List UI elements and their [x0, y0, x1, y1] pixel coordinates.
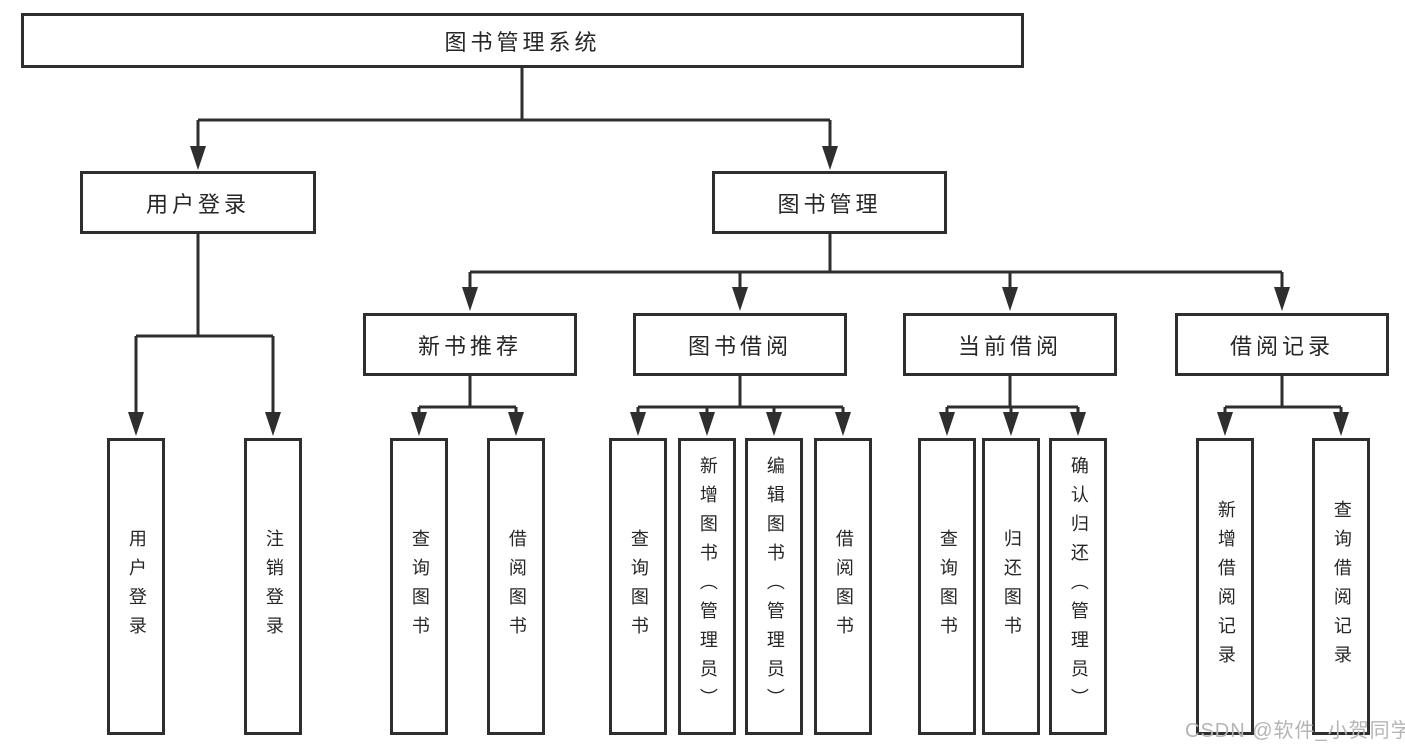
node-book-borrow: 图书借阅 — [633, 313, 847, 376]
arrow-down-icon — [732, 287, 748, 311]
arrow-down-icon — [835, 412, 851, 436]
node-borrow-books-leaf: 借阅图书 — [814, 438, 872, 735]
node-user-login-leaf-label: 用户登录 — [126, 528, 147, 645]
connector-new-book-children — [411, 376, 524, 436]
node-logout-leaf-label: 注销登录 — [263, 528, 284, 645]
node-user-login-branch: 用户登录 — [80, 171, 316, 234]
node-edit-book-admin-label: 编辑图书（管理员） — [764, 456, 785, 717]
node-root: 图书管理系统 — [21, 13, 1024, 68]
node-logout-leaf: 注销登录 — [244, 438, 302, 735]
node-root-label: 图书管理系统 — [444, 29, 601, 55]
connector-user-login-children — [128, 234, 281, 436]
node-query-books-current: 查询图书 — [918, 438, 976, 735]
node-query-books-recommend: 查询图书 — [390, 438, 448, 735]
arrow-down-icon — [128, 412, 144, 436]
node-add-borrow-record-label: 新增借阅记录 — [1215, 499, 1236, 674]
node-borrow-books-leaf-label: 借阅图书 — [833, 528, 854, 645]
connector-borrow-record-children — [1217, 376, 1349, 436]
node-borrow-records-label: 借阅记录 — [1229, 333, 1334, 359]
connector-book-mgmt-children — [462, 234, 1290, 311]
arrow-down-icon — [411, 412, 427, 436]
connector-line — [636, 376, 845, 412]
node-query-borrow-record: 查询借阅记录 — [1312, 438, 1370, 735]
connector-root-to-level2 — [190, 68, 838, 170]
arrow-down-icon — [1333, 412, 1349, 436]
csdn-watermark: CSDN @软件_小贺同学 — [1185, 720, 1405, 742]
arrow-down-icon — [766, 412, 782, 436]
node-borrow-books-recommend: 借阅图书 — [487, 438, 545, 735]
node-current-borrow-label: 当前借阅 — [957, 333, 1062, 359]
node-book-management-branch-label: 图书管理 — [777, 191, 882, 217]
arrow-down-icon — [1070, 412, 1086, 436]
node-user-login-leaf: 用户登录 — [107, 438, 165, 735]
node-user-login-branch-label: 用户登录 — [145, 191, 250, 217]
connector-book-borrow-children — [630, 376, 851, 436]
node-book-management-branch: 图书管理 — [712, 171, 947, 234]
node-add-book-admin: 新增图书（管理员） — [678, 438, 736, 735]
connector-line — [1223, 376, 1343, 412]
node-current-borrow: 当前借阅 — [903, 313, 1117, 376]
node-edit-book-admin: 编辑图书（管理员） — [745, 438, 803, 735]
arrow-down-icon — [699, 412, 715, 436]
arrow-down-icon — [508, 412, 524, 436]
node-borrow-records: 借阅记录 — [1175, 313, 1389, 376]
arrow-down-icon — [1217, 412, 1233, 436]
node-new-book-recommend: 新书推荐 — [363, 313, 577, 376]
connector-line — [945, 376, 1080, 412]
arrow-down-icon — [1274, 287, 1290, 311]
node-borrow-books-recommend-label: 借阅图书 — [506, 528, 527, 645]
node-book-borrow-label: 图书借阅 — [687, 333, 792, 359]
node-add-borrow-record: 新增借阅记录 — [1196, 438, 1254, 735]
arrow-down-icon — [1003, 412, 1019, 436]
node-confirm-return-admin-label: 确认归还（管理员） — [1068, 456, 1089, 717]
node-query-books-recommend-label: 查询图书 — [409, 528, 430, 645]
node-add-book-admin-label: 新增图书（管理员） — [697, 456, 718, 717]
connector-line — [468, 234, 1284, 287]
node-return-books: 归还图书 — [982, 438, 1040, 735]
arrow-down-icon — [265, 412, 281, 436]
arrow-down-icon — [630, 412, 646, 436]
node-return-books-label: 归还图书 — [1001, 528, 1022, 645]
node-query-books-borrow-label: 查询图书 — [628, 528, 649, 645]
connector-current-borrow-children — [939, 376, 1086, 436]
node-new-book-recommend-label: 新书推荐 — [417, 333, 522, 359]
connector-line — [196, 68, 832, 146]
arrow-down-icon — [822, 146, 838, 170]
connector-line — [417, 376, 518, 412]
node-query-books-current-label: 查询图书 — [937, 528, 958, 645]
arrow-down-icon — [462, 287, 478, 311]
node-query-books-borrow: 查询图书 — [609, 438, 667, 735]
arrow-down-icon — [190, 146, 206, 170]
arrow-down-icon — [939, 412, 955, 436]
arrow-down-icon — [1002, 287, 1018, 311]
node-confirm-return-admin: 确认归还（管理员） — [1049, 438, 1107, 735]
connector-line — [134, 234, 275, 412]
node-query-borrow-record-label: 查询借阅记录 — [1331, 499, 1352, 674]
